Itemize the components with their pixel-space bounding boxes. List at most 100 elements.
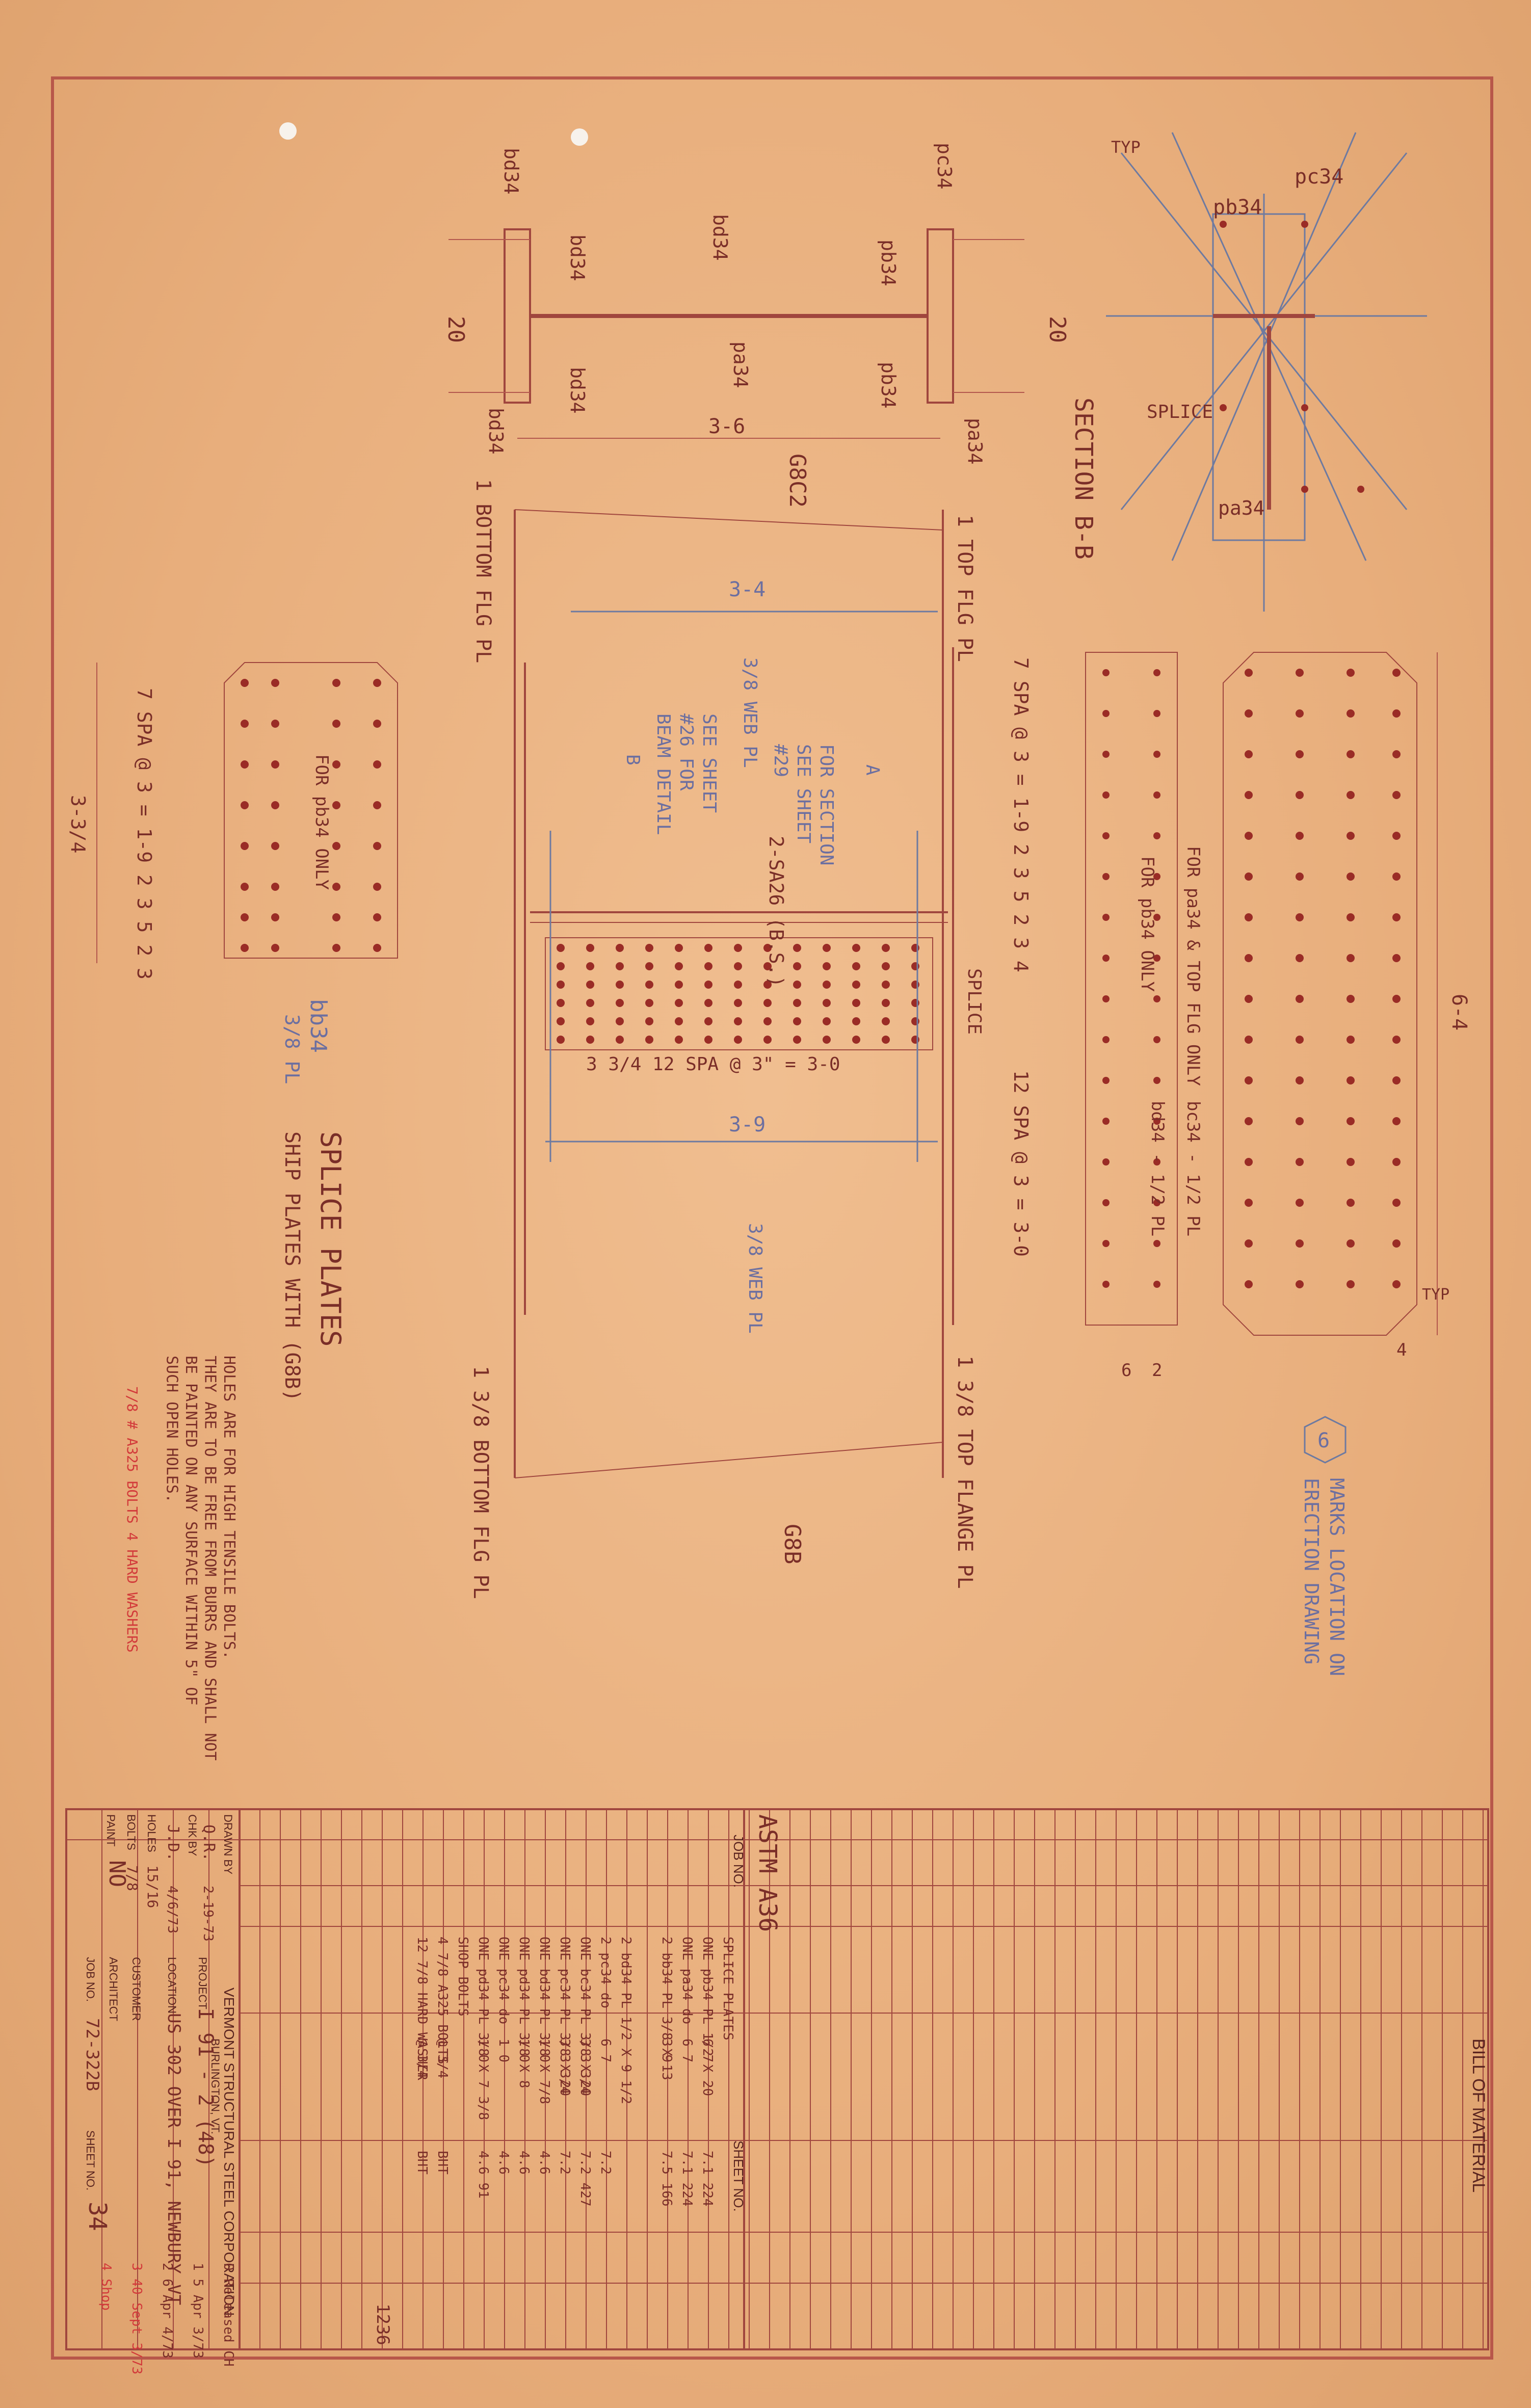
bolt-hole bbox=[271, 913, 279, 921]
bolt-hole bbox=[704, 981, 712, 989]
bolt-hole bbox=[1392, 995, 1401, 1003]
bolt-hole bbox=[1102, 1158, 1110, 1166]
bolt-hole bbox=[1392, 1280, 1401, 1288]
bolt-hole bbox=[271, 679, 279, 687]
bolt-hole bbox=[586, 981, 594, 989]
bolt-hole bbox=[332, 883, 340, 891]
bolt-hole bbox=[734, 944, 742, 952]
bolt-hole bbox=[911, 944, 919, 952]
bolt-hole bbox=[763, 944, 772, 952]
bom-row-length: 6 7 bbox=[700, 2039, 715, 2062]
bolt-hole bbox=[1347, 995, 1355, 1003]
section-bb-plate-top bbox=[1212, 213, 1306, 541]
bom-row-desc: 2 bd34 PL 1/2 X 9 1/2 bbox=[618, 1937, 633, 2104]
bolt-hole bbox=[586, 1036, 594, 1044]
bolt-hole bbox=[1102, 914, 1110, 921]
bolt-hole bbox=[911, 962, 919, 970]
bolt-hole bbox=[823, 1017, 831, 1025]
bolt-hole bbox=[1153, 1281, 1160, 1288]
web-dim-bottom: 3-9 bbox=[729, 1113, 766, 1136]
bolt-hole bbox=[645, 999, 653, 1007]
note-line: #26 FOR bbox=[676, 713, 697, 791]
bom-row-length: 3 3 3/4 bbox=[557, 2039, 572, 2095]
drawnby-date: 2-19-73 bbox=[200, 1886, 216, 1942]
drawnby-label: DRAWN BY bbox=[222, 1814, 234, 1874]
bolt-hole bbox=[852, 962, 860, 970]
bom-material: ASTM A36 bbox=[753, 1814, 782, 1932]
girder-mark-g8c2: G8C2 bbox=[784, 454, 810, 508]
bolt-hole bbox=[586, 1017, 594, 1025]
bolt-hole bbox=[1296, 1158, 1304, 1166]
bolt-hole bbox=[616, 981, 624, 989]
see-sheet-29-text: FOR SECTION bbox=[816, 744, 837, 865]
bolt-hole bbox=[1153, 1199, 1160, 1206]
bolt-hole bbox=[1392, 791, 1401, 799]
note-line: BE PAINTED ON ANY SURFACE WITHIN 5" OF bbox=[182, 1356, 200, 1705]
bolt-hole bbox=[1245, 872, 1253, 881]
note-line: THEY ARE TO BE FREE FROM BURRS AND SHALL… bbox=[201, 1356, 219, 1761]
bolt-hole bbox=[373, 913, 381, 921]
bom-row-weight: 7.1 224 bbox=[700, 2151, 715, 2207]
bom-row-length: 3 3 3/4 bbox=[577, 2039, 593, 2095]
bolt-hole bbox=[1392, 1117, 1401, 1125]
bom-row-desc: ONE pc34 do bbox=[496, 1937, 511, 2024]
bom-row-desc: 4 7/8 A325 BOLTS bbox=[435, 1937, 450, 2064]
bill-of-material: BILL OF MATERIAL JOB NO. SHEET NO. ASTM … bbox=[65, 1808, 1489, 2350]
bolt-hole bbox=[1102, 751, 1110, 758]
location-label: LOCATION bbox=[166, 1957, 178, 2014]
bolt-hole bbox=[734, 962, 742, 970]
bolt-hole bbox=[241, 720, 249, 728]
bolts-value: 7/8 bbox=[124, 1865, 141, 1891]
bolt-hole bbox=[1245, 669, 1253, 677]
holes-label: HOLES bbox=[145, 1814, 158, 1853]
bolt-hole bbox=[704, 944, 712, 952]
bolt-hole bbox=[241, 944, 249, 952]
bolt-hole bbox=[373, 760, 381, 769]
bolt-hole bbox=[675, 1017, 683, 1025]
company-name: VERMONT STRUCTURAL STEEL CORPORATION bbox=[221, 1988, 237, 2316]
ship-plates-subtitle: SHIP PLATES WITH (G8B) bbox=[280, 1131, 304, 1401]
bolt-hole bbox=[1296, 995, 1304, 1003]
bolt-hole bbox=[1245, 1239, 1253, 1248]
bolt-hole bbox=[763, 1036, 772, 1044]
bolt-hole bbox=[557, 1017, 565, 1025]
bolt-hole bbox=[373, 679, 381, 687]
dim-total-left: 20 bbox=[443, 316, 469, 343]
bom-row-length: 6 7 bbox=[679, 2039, 695, 2062]
bom-grid bbox=[239, 1809, 1488, 2349]
bom-row-length: 1 0 bbox=[516, 2039, 532, 2062]
bolt-hole bbox=[1296, 832, 1304, 840]
bolt-hole bbox=[675, 944, 683, 952]
bolt-hole bbox=[557, 999, 565, 1007]
bom-row-weight: BHT bbox=[414, 2151, 430, 2175]
bolt-hole bbox=[373, 801, 381, 809]
bom-row-desc: ONE bc34 PL 3/8 X 20 bbox=[577, 1937, 593, 2096]
bolt-hole bbox=[1347, 750, 1355, 758]
bolt-hole bbox=[645, 962, 653, 970]
bolt-hole bbox=[1102, 710, 1110, 717]
right-bd34: bd34 - 1/2 PL bbox=[1147, 1101, 1168, 1236]
bolt-hole bbox=[1347, 1158, 1355, 1166]
bolt-hole bbox=[1347, 669, 1355, 677]
right-plate-bolts bbox=[1102, 669, 1401, 1288]
paint-label: PAINT bbox=[104, 1814, 117, 1846]
sheetno-value: 34 bbox=[83, 2202, 112, 2231]
mark-center-pa34: pa34 bbox=[729, 341, 752, 388]
bolt-hole bbox=[1245, 1280, 1253, 1288]
bb34-mark: bb34 bbox=[305, 999, 331, 1053]
mark-pb34-2: pb34 bbox=[877, 362, 900, 409]
left-plate-bolts bbox=[241, 679, 381, 952]
revision-entry: 2 6 Apr 4/73 bbox=[160, 2263, 175, 2359]
top-flange-label: 1 3/8 TOP FLANGE PL bbox=[953, 1356, 976, 1589]
bolt-hole bbox=[1102, 1077, 1110, 1084]
bolt-hole bbox=[1296, 913, 1304, 921]
bolt-hole bbox=[1296, 1036, 1304, 1044]
bolt-hole bbox=[1296, 872, 1304, 881]
bolt-hole bbox=[882, 944, 890, 952]
bolt-hole bbox=[882, 962, 890, 970]
right-w2: 2 bbox=[1152, 1360, 1162, 1381]
revision-entry: 4 Shop bbox=[98, 2263, 114, 2311]
bolt-hole bbox=[882, 1017, 890, 1025]
bolt-hole bbox=[823, 1036, 831, 1044]
